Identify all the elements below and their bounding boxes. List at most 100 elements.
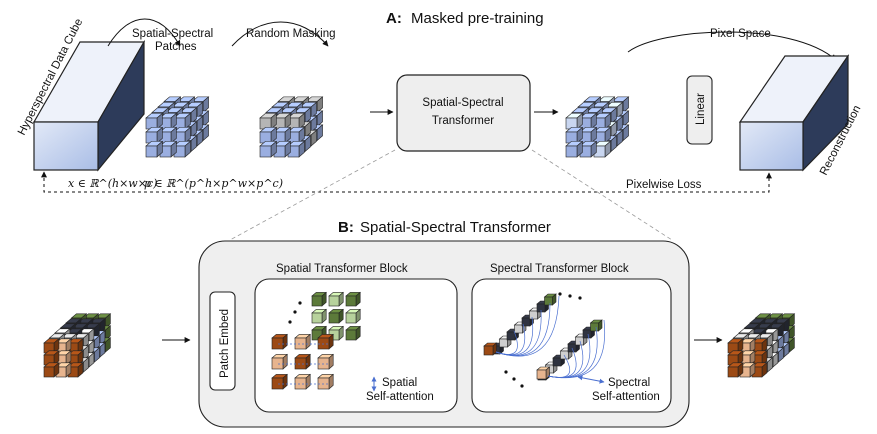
patch-cube	[727, 350, 744, 366]
spatial-token-cube	[317, 353, 335, 370]
patch-cube	[55, 362, 72, 378]
spatial-token-cube	[311, 308, 328, 324]
spatial-token-cube	[317, 333, 335, 350]
spectral-attention-arc	[495, 295, 560, 357]
patch-cube	[593, 126, 612, 144]
masking-arrow	[231, 21, 329, 47]
patch-cube	[259, 112, 278, 130]
spatial-attn-label-1: Spatial	[382, 377, 417, 389]
spectral-attn-label-1: Spectral	[608, 377, 650, 389]
spatial-attention-diagram	[271, 291, 362, 390]
pixel-space-arrow	[627, 31, 837, 61]
spectral-token-cube	[589, 319, 603, 332]
patch-cube	[287, 140, 306, 158]
spatial-spectral-transformer-box	[396, 74, 531, 152]
spatial-token-cube	[294, 373, 312, 390]
section-b-title-text: Spatial-Spectral Transformer	[360, 219, 551, 236]
patch-cube	[43, 350, 60, 366]
patch-cube	[579, 126, 598, 144]
spatial-token-cube	[271, 333, 289, 350]
ellipsis-dot	[578, 296, 582, 300]
hyperspectral-data-cube	[32, 39, 146, 172]
patch-cube	[287, 126, 306, 144]
patch-cube	[739, 350, 756, 366]
spatial-token-cube	[294, 353, 312, 370]
masking-label: Random Masking	[246, 28, 335, 40]
linear-box	[686, 75, 713, 145]
spectral-token-cube	[536, 366, 551, 380]
reconstruction-cube	[738, 54, 850, 172]
spatial-block-title: Spatial Transformer Block	[276, 263, 408, 275]
ellipsis-dot	[520, 384, 524, 388]
patch-cube	[43, 362, 60, 378]
patch-cube	[273, 112, 292, 130]
ellipsis-dot	[558, 292, 562, 296]
linear-label: Linear	[695, 93, 707, 125]
spatial-token-cube	[311, 291, 328, 307]
section-a-title-text: Masked pre-training	[411, 10, 544, 27]
patch-embed-label: Patch Embed	[219, 309, 231, 378]
ellipsis-dot	[288, 320, 292, 324]
x-formula: x ∈ ℝ^(h×w×c)	[68, 177, 157, 190]
patch-cube	[751, 362, 768, 378]
spatial-token-cube	[345, 325, 362, 341]
ellipsis-dot	[568, 294, 572, 298]
spectral-block-title: Spectral Transformer Block	[490, 263, 629, 275]
pixelwise-loss-label: Pixelwise Loss	[626, 179, 702, 191]
patch-cube	[259, 140, 278, 158]
patches-label-2: Patches	[155, 41, 197, 53]
patch-cube	[67, 338, 84, 354]
spatial-token-cube	[294, 333, 312, 350]
spatial-token-cube	[345, 308, 362, 324]
patch-cube	[145, 126, 164, 144]
spectral-token-cube	[483, 342, 498, 356]
masked-patches	[259, 96, 324, 158]
ellipsis-dot	[298, 301, 302, 305]
patch-cube	[739, 338, 756, 354]
embedded-patches-output	[727, 313, 796, 378]
spatial-token-cube	[328, 291, 345, 307]
section-a-title: A:	[386, 10, 402, 27]
section-b-title: B:	[338, 219, 354, 236]
zoom-line-right	[531, 149, 673, 241]
p-formula: p ∈ ℝ^(p^h×p^w×p^c)	[144, 177, 283, 190]
pixel-space-label: Pixel Space	[710, 28, 771, 40]
transformer-label-2: Transformer	[432, 115, 494, 127]
patch-cube	[727, 338, 744, 354]
spectral-attn-arrow	[577, 375, 605, 384]
patch-embed-box	[209, 291, 236, 391]
spatial-attn-label-2: Self-attention	[366, 391, 434, 403]
spectral-attention-diagram	[483, 292, 606, 388]
spectral-token-cube	[543, 293, 557, 306]
patch-cube	[579, 140, 598, 158]
ellipsis-dot	[293, 310, 297, 314]
spatial-token-cube	[328, 308, 345, 324]
patch-cube	[43, 338, 60, 354]
patch-cube	[565, 140, 584, 158]
patch-cube	[159, 126, 178, 144]
ellipsis-dot	[504, 370, 508, 374]
ellipsis-dot	[512, 377, 516, 381]
patch-cube	[593, 140, 612, 158]
spatial-token-cube	[271, 373, 289, 390]
patch-cube	[751, 350, 768, 366]
patch-cube	[173, 140, 192, 158]
patch-cube	[67, 362, 84, 378]
transformer-label-1: Spatial-Spectral	[422, 97, 503, 109]
spectral-attention-arc	[547, 319, 606, 379]
spatial-token-cube	[345, 291, 362, 307]
output-patches	[565, 96, 630, 158]
patch-cube	[273, 126, 292, 144]
patch-cube	[259, 126, 278, 144]
spectral-attn-label-2: Self-attention	[592, 391, 660, 403]
patch-cube	[565, 112, 584, 130]
patch-cube	[739, 362, 756, 378]
patch-cube	[173, 126, 192, 144]
patch-cube	[159, 140, 178, 158]
spatial-token-cube	[317, 373, 335, 390]
patches-label-1: Spatial-Spectral	[132, 28, 213, 40]
spatial-token-cube	[271, 353, 289, 370]
patch-cube	[727, 362, 744, 378]
embedded-patches-input	[43, 313, 112, 378]
